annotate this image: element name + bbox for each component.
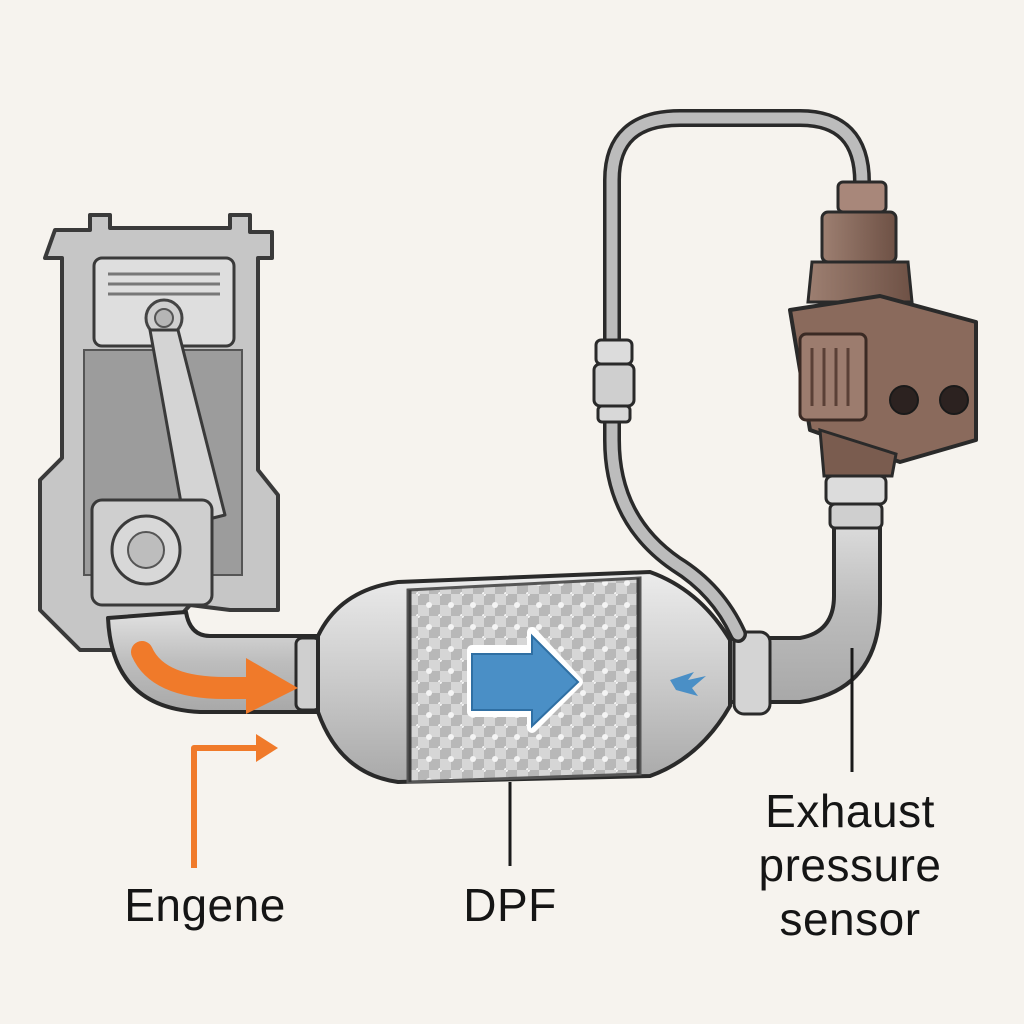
sensor-label-line-2: pressure [758,839,942,891]
dpf-label: DPF [463,879,557,931]
engine [38,213,280,652]
dpf-canister [316,570,732,784]
engine-pointer-arrow-icon [191,734,278,868]
sensor-port-1 [889,385,919,415]
pressure-sensor-icon [788,180,978,478]
engine-label: Engene [124,879,286,931]
sensor-connector [798,332,868,422]
connecting-rod [148,328,227,527]
blue-flow-arrow-icon [471,633,580,729]
sensor-label-line-3: sensor [779,893,921,945]
exhaust-outlet-pipe [728,474,888,716]
orange-flow-arrow-icon [131,641,298,714]
sensor-hose [592,109,871,643]
sensor-label: Exhaust pressure sensor [730,784,970,946]
sensor-port-2 [939,385,969,415]
sensor-label-line-1: Exhaust [765,785,935,837]
